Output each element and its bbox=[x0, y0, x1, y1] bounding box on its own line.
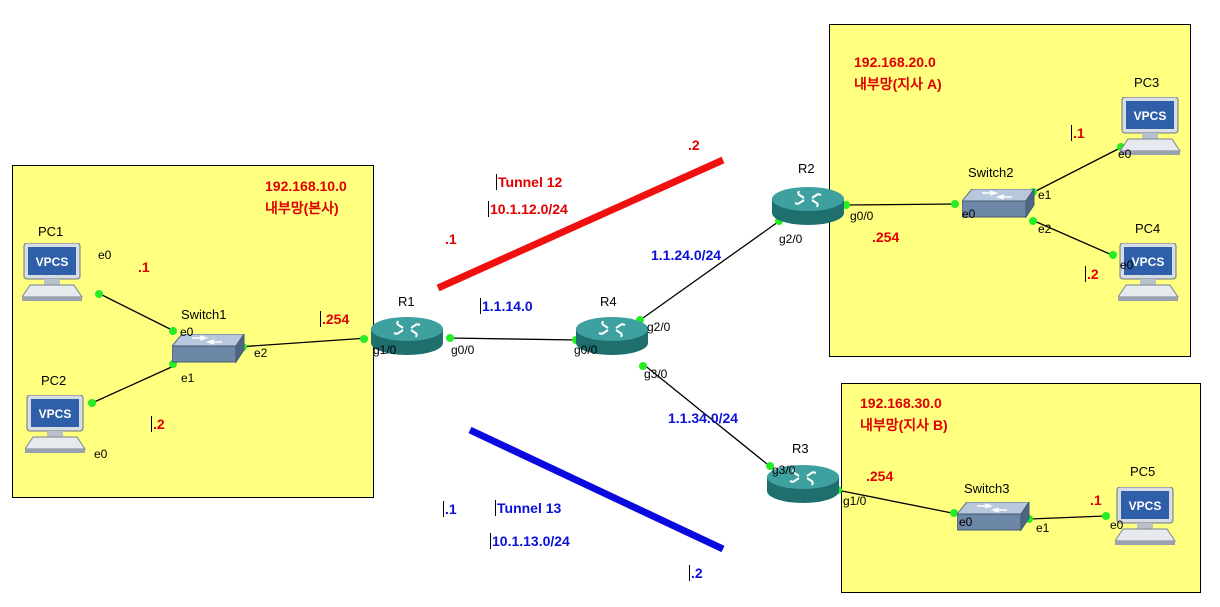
switch1-device[interactable] bbox=[171, 333, 246, 369]
sw2-e1-port: e1 bbox=[1038, 188, 1052, 202]
sw2-e0-port: e0 bbox=[962, 207, 976, 221]
sw3-e0-port: e0 bbox=[959, 515, 973, 529]
pc4-label: PC4 bbox=[1135, 221, 1161, 236]
r2-label: R2 bbox=[798, 161, 815, 176]
pc2-e0-port: e0 bbox=[94, 447, 108, 461]
link-r4-r2 bbox=[642, 221, 779, 319]
pc4-e0-port: e0 bbox=[1120, 258, 1134, 272]
link-switch1-r1 bbox=[237, 337, 369, 348]
r3-lan-address: .254 bbox=[866, 468, 894, 484]
switch1-label: Switch1 bbox=[181, 307, 227, 322]
hq-name-label: 내부망(본사) bbox=[265, 200, 339, 216]
sw3-e1-port: e1 bbox=[1036, 521, 1050, 535]
r3-label: R3 bbox=[792, 441, 809, 456]
r1-lan-address: .254 bbox=[320, 311, 350, 327]
tunnel-13-network: 10.1.13.0/24 bbox=[490, 533, 570, 549]
sw2-e2-port: e2 bbox=[1038, 222, 1052, 236]
link-r4-r3 bbox=[642, 363, 773, 469]
r4-label: R4 bbox=[600, 294, 617, 309]
branch-a-network-label: 192.168.20.0 bbox=[854, 54, 936, 70]
pc5-label: PC5 bbox=[1130, 464, 1156, 479]
sw1-e1-port: e1 bbox=[181, 371, 195, 385]
r1-g1-0-port: g1/0 bbox=[373, 343, 397, 357]
pc3-address: .1 bbox=[1071, 125, 1085, 141]
pc1-label: PC1 bbox=[38, 224, 64, 239]
computer-icon bbox=[21, 242, 83, 302]
net-34-label: 1.1.34.0/24 bbox=[668, 410, 739, 426]
switch3-label: Switch3 bbox=[964, 481, 1010, 496]
tunnel-13-line bbox=[468, 426, 725, 553]
pc5-address: .1 bbox=[1090, 492, 1102, 508]
tunnel-12-network: 10.1.12.0/24 bbox=[488, 201, 568, 217]
pc5-e0-port: e0 bbox=[1110, 518, 1124, 532]
branch-b-name-label: 내부망(지사 B) bbox=[860, 417, 948, 433]
link-pc2-switch1 bbox=[91, 364, 177, 404]
net-24-label: 1.1.24.0/24 bbox=[651, 247, 722, 263]
link-r3-switch3 bbox=[841, 490, 953, 514]
r1-g0-0-port: g0/0 bbox=[451, 343, 475, 357]
pc2-device[interactable] bbox=[24, 394, 87, 460]
tunnel-12-line bbox=[436, 156, 725, 292]
link-pc1-switch1 bbox=[97, 292, 177, 333]
r3-g3-0-port: g3/0 bbox=[772, 463, 796, 477]
link-r1-r4 bbox=[447, 337, 579, 341]
computer-icon bbox=[24, 394, 86, 454]
tunnel-13-r3-address: .2 bbox=[689, 565, 703, 581]
r2-device[interactable] bbox=[771, 186, 846, 232]
sw1-e0-port: e0 bbox=[180, 325, 194, 339]
pc1-device[interactable] bbox=[21, 242, 84, 308]
r4-g2-0-port: g2/0 bbox=[647, 320, 671, 334]
tunnel-13-r1-address: .1 bbox=[443, 501, 457, 517]
tunnel-12-r1-address: .1 bbox=[445, 231, 457, 247]
tunnel-12-r2-address: .2 bbox=[688, 137, 700, 153]
hq-network-label: 192.168.10.0 bbox=[265, 178, 347, 194]
pc3-e0-port: e0 bbox=[1118, 147, 1132, 161]
r2-g2-0-port: g2/0 bbox=[779, 232, 803, 246]
pc4-address: .2 bbox=[1085, 266, 1099, 282]
tunnel-12-name: Tunnel 12 bbox=[496, 174, 563, 190]
branch-a-name-label: 내부망(지사 A) bbox=[854, 76, 942, 92]
tunnel-13-name: Tunnel 13 bbox=[495, 500, 562, 516]
pc2-label: PC2 bbox=[41, 373, 67, 388]
r3-g1-0-port: g1/0 bbox=[843, 494, 867, 508]
pc4-device[interactable] bbox=[1117, 242, 1180, 308]
switch2-label: Switch2 bbox=[968, 165, 1014, 180]
sw1-e2-port: e2 bbox=[254, 346, 268, 360]
net-14-label: 1.1.14.0 bbox=[480, 298, 533, 314]
router-icon bbox=[771, 186, 845, 226]
computer-icon bbox=[1117, 242, 1179, 302]
pc5-device[interactable] bbox=[1114, 486, 1177, 552]
r2-g0-0-port: g0/0 bbox=[850, 209, 874, 223]
pc2-address: .2 bbox=[151, 416, 165, 432]
r2-lan-address: .254 bbox=[872, 229, 900, 245]
link-switch2-pc3 bbox=[1031, 146, 1123, 194]
link-switch3-pc5 bbox=[1029, 515, 1106, 520]
r4-g0-0-port: g0/0 bbox=[574, 343, 598, 357]
r1-label: R1 bbox=[398, 294, 415, 309]
link-switch2-pc4 bbox=[1031, 219, 1113, 256]
pc1-e0-port: e0 bbox=[98, 248, 112, 262]
r4-g3-0-port: g3/0 bbox=[644, 367, 668, 381]
computer-icon bbox=[1114, 486, 1176, 546]
link-r2-switch2 bbox=[844, 203, 957, 206]
pc3-label: PC3 bbox=[1134, 75, 1160, 90]
pc1-address: .1 bbox=[138, 259, 150, 275]
branch-b-network-label: 192.168.30.0 bbox=[860, 395, 942, 411]
